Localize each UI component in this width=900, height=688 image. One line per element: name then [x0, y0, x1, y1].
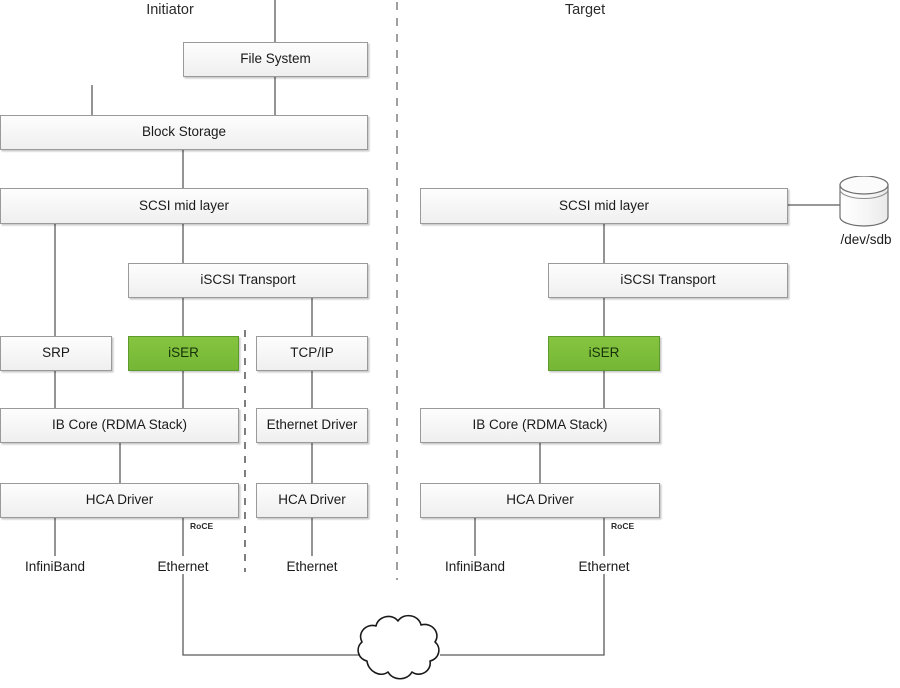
box-initiator-iscsi-transport[interactable]: iSCSI Transport: [128, 263, 368, 298]
box-srp[interactable]: SRP: [0, 336, 112, 371]
network-cloud-icon: [357, 614, 440, 680]
box-initiator-ib-core[interactable]: IB Core (RDMA Stack): [0, 408, 239, 443]
box-initiator-iser-label: iSER: [168, 345, 199, 361]
box-file-system[interactable]: File System: [183, 42, 368, 77]
box-initiator-hca-driver-eth[interactable]: HCA Driver: [256, 483, 368, 518]
box-initiator-iscsi-transport-label: iSCSI Transport: [200, 272, 296, 288]
label-initiator-ethernet-tcp: Ethernet: [286, 559, 338, 574]
label-target-infiniband: InfiniBand: [444, 559, 506, 574]
box-initiator-iser[interactable]: iSER: [128, 336, 239, 371]
box-target-scsi-mid-layer[interactable]: SCSI mid layer: [420, 188, 788, 224]
box-block-storage[interactable]: Block Storage: [0, 115, 368, 150]
box-tcp-ip-label: TCP/IP: [290, 345, 334, 361]
header-target: Target: [564, 2, 606, 18]
wire-initiator-to-cloud: [182, 574, 360, 656]
box-initiator-hca-driver-rdma[interactable]: HCA Driver: [0, 483, 239, 518]
label-initiator-roce: RoCE: [190, 521, 214, 531]
box-initiator-scsi-mid-layer[interactable]: SCSI mid layer: [0, 188, 368, 224]
box-tcp-ip[interactable]: TCP/IP: [256, 336, 368, 371]
label-target-device: /dev/sdb: [840, 232, 892, 247]
box-target-ib-core[interactable]: IB Core (RDMA Stack): [420, 408, 660, 443]
box-target-hca-driver[interactable]: HCA Driver: [420, 483, 660, 518]
label-target-roce: RoCE: [611, 521, 635, 531]
box-target-iser[interactable]: iSER: [548, 336, 660, 371]
box-block-storage-label: Block Storage: [141, 124, 227, 140]
box-initiator-ib-core-label: IB Core (RDMA Stack): [51, 417, 188, 433]
wire-cloud-to-target: [440, 574, 605, 656]
box-initiator-hca-driver-rdma-label: HCA Driver: [85, 492, 154, 508]
box-target-iscsi-transport-label: iSCSI Transport: [620, 272, 716, 288]
box-initiator-hca-driver-eth-label: HCA Driver: [278, 492, 346, 508]
box-ethernet-driver-label: Ethernet Driver: [266, 417, 358, 433]
box-target-ib-core-label: IB Core (RDMA Stack): [472, 417, 608, 433]
box-ethernet-driver[interactable]: Ethernet Driver: [256, 408, 368, 443]
label-target-ethernet: Ethernet: [578, 559, 630, 574]
box-target-hca-driver-label: HCA Driver: [506, 492, 574, 508]
header-initiator: Initiator: [146, 2, 194, 18]
box-target-iscsi-transport[interactable]: iSCSI Transport: [548, 263, 788, 298]
box-target-scsi-mid-layer-label: SCSI mid layer: [558, 197, 650, 213]
box-srp-label: SRP: [42, 345, 70, 361]
label-initiator-ethernet-rdma: Ethernet: [157, 559, 209, 574]
label-initiator-infiniband: InfiniBand: [24, 559, 86, 574]
database-cylinder-icon: [839, 176, 889, 227]
box-initiator-scsi-mid-layer-label: SCSI mid layer: [138, 197, 230, 213]
box-target-iser-label: iSER: [588, 345, 620, 361]
box-file-system-label: File System: [240, 51, 311, 67]
